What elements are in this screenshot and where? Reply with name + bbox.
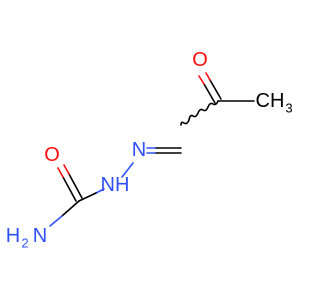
bond-amide-c-o-1: [62, 176, 77, 202]
ketone-oxygen-label: O: [192, 49, 208, 71]
bond-amide-c-o-2: [68, 173, 83, 199]
bond-ketone-c-o-2-o: [205, 72, 211, 81]
bond-amide-c-o-1-o: [57, 167, 64, 178]
bond-wavy: [180, 100, 219, 126]
amine-nitrogen-label: N: [33, 225, 47, 247]
imine-nitrogen-label: N: [132, 139, 146, 161]
molecule-structure: O CH 3 N NH O H 2 N: [6, 49, 293, 251]
bond-nh-c-n: [95, 188, 105, 194]
amine-subscript: 2: [21, 236, 28, 251]
bond-c-nh2: [61, 200, 80, 217]
bond-nh-c: [78, 192, 97, 202]
methyl-label: CH: [256, 90, 285, 112]
methyl-subscript: 3: [285, 101, 292, 116]
bond-ketone-c-o-1: [203, 83, 216, 104]
bond-ketone-c-o-2: [209, 79, 222, 100]
hydrazide-nitrogen-label: NH: [101, 174, 130, 196]
amine-h-label: H: [6, 225, 20, 247]
bond-n-nh: [121, 162, 134, 178]
amide-oxygen-label: O: [44, 144, 60, 166]
bond-c-nh2-n: [49, 215, 63, 227]
bond-ketone-c-o-1-o: [198, 75, 205, 85]
bond-amide-c-o-2-o: [63, 164, 70, 175]
